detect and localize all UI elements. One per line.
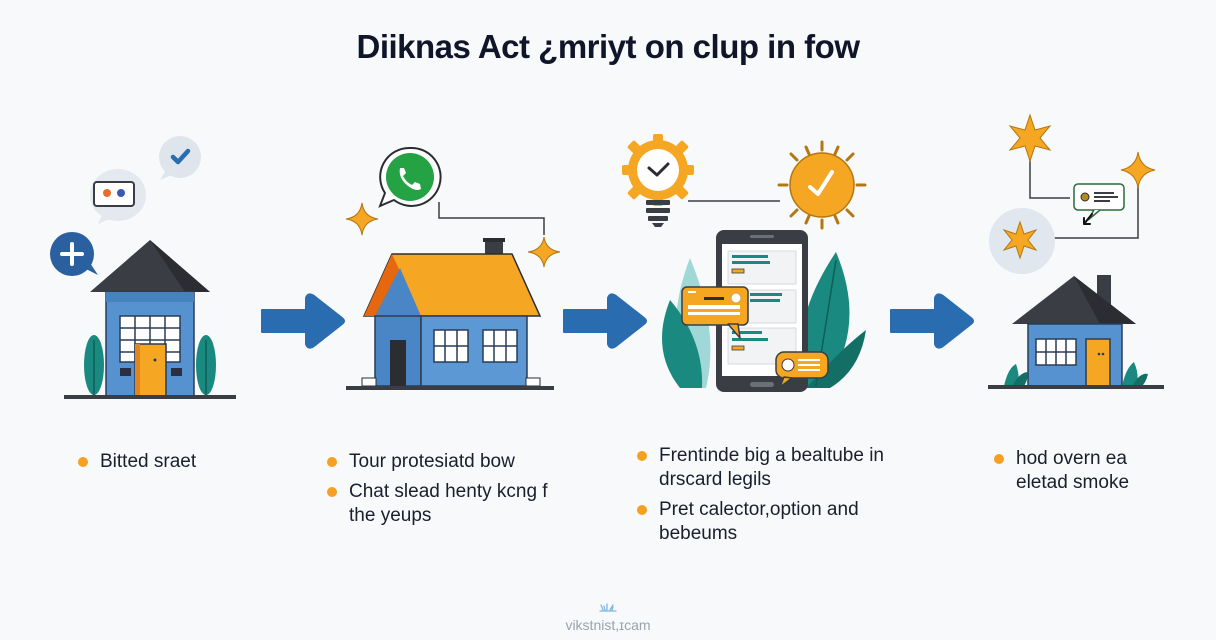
bullet-dot-icon — [994, 454, 1004, 464]
bullet-item: Pret calector,option and bebeums — [637, 498, 895, 546]
bullet-item: hod overn ea eletad smoke — [994, 447, 1169, 495]
step-3-illustration — [622, 134, 867, 392]
bullet-item: Chat slead henty kcng f the yeups — [327, 480, 557, 528]
bullet-item: Bitted sraet — [78, 450, 278, 474]
sparkle-icon — [345, 202, 379, 236]
arrow-right-icon — [890, 293, 974, 349]
arrow-right-icon — [563, 293, 647, 349]
bullet-item: Tour protesiatd bow — [327, 450, 557, 474]
house-icon — [64, 240, 236, 399]
house-icon — [988, 275, 1164, 389]
star-circle-icon — [989, 208, 1055, 274]
emoji-card-bubble-icon — [90, 169, 146, 224]
message-bubble-icon — [1073, 183, 1125, 225]
sparkle-icon — [527, 236, 561, 268]
arrow-right-icon — [261, 293, 345, 349]
smartphone-chat-icon — [681, 230, 829, 392]
sparkle-icon — [1120, 151, 1156, 189]
step-2-illustration — [345, 146, 561, 390]
star-icon — [1008, 113, 1052, 163]
brand-logo-icon — [599, 603, 617, 612]
step-1-bullets: Bitted sraet — [78, 450, 278, 480]
bullet-dot-icon — [327, 457, 337, 467]
bullet-item: Frentinde big a bealtube in drscard legi… — [637, 444, 895, 492]
house-orange-roof-icon — [346, 238, 554, 390]
plus-bubble-icon — [50, 232, 98, 276]
bullet-dot-icon — [637, 505, 647, 515]
page-title: Diiknas Act ¿mriyt on clup in fow — [356, 28, 861, 65]
check-bubble-icon — [159, 136, 201, 180]
step-1-illustration — [50, 136, 236, 399]
sun-check-icon — [777, 140, 867, 230]
step-4-bullets: hod overn ea eletad smoke — [994, 447, 1169, 501]
whatsapp-icon — [378, 146, 442, 208]
step-4-illustration — [988, 113, 1164, 389]
step-2-bullets: Tour protesiatd bow Chat slead henty kcn… — [327, 450, 557, 534]
step-3-bullets: Frentinde big a bealtube in drscard legi… — [637, 444, 895, 552]
bullet-dot-icon — [327, 487, 337, 497]
bullet-dot-icon — [637, 451, 647, 461]
footer-brand-text: vikstnist,ɪcam — [565, 617, 651, 633]
bullet-dot-icon — [78, 457, 88, 467]
lightbulb-gear-icon — [622, 134, 694, 227]
